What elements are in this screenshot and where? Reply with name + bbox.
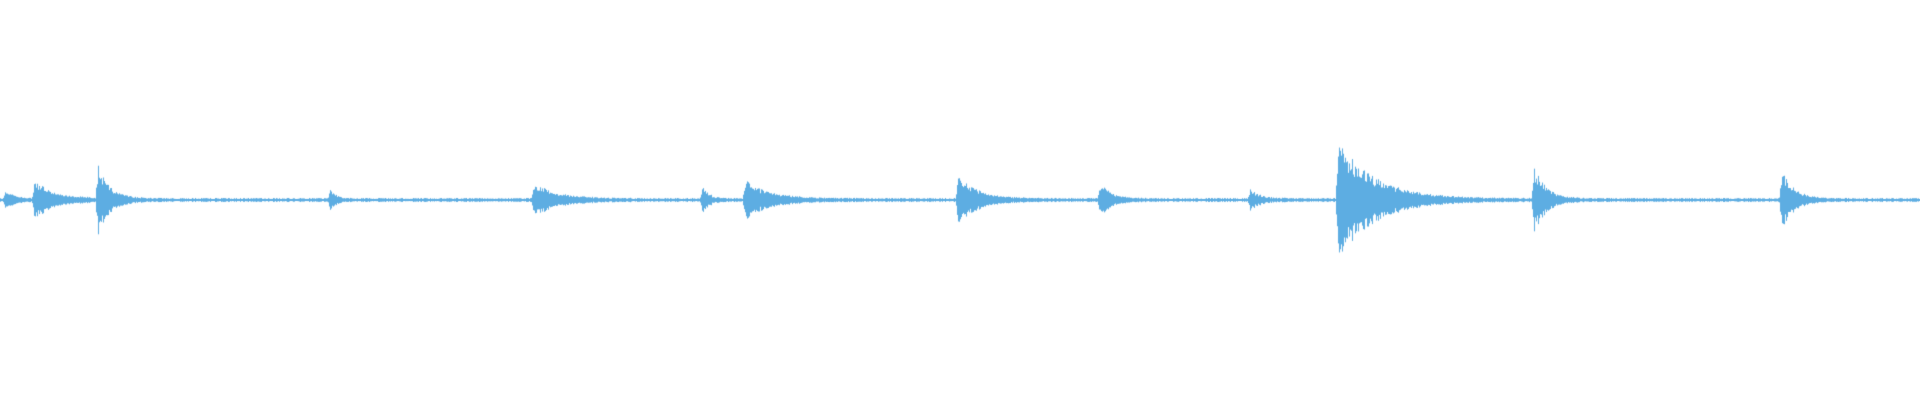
audio-waveform-view[interactable]	[0, 0, 1920, 400]
waveform-canvas[interactable]	[0, 0, 1920, 400]
